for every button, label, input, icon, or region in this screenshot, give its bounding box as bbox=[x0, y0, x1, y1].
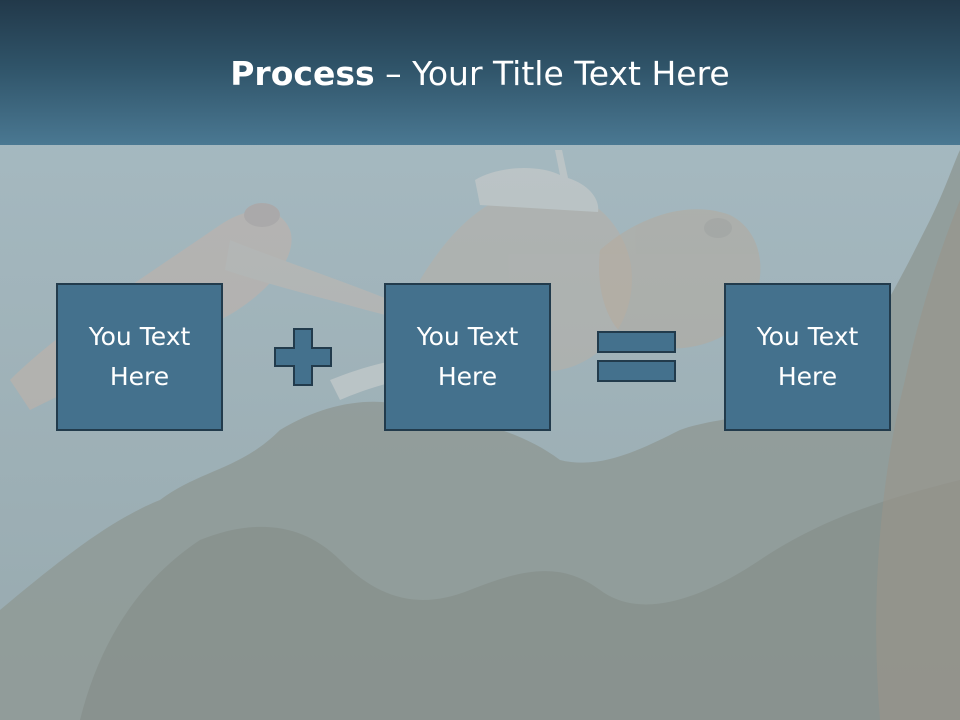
process-box-2[interactable]: You Text Here bbox=[384, 283, 551, 431]
slide-title: Process – Your Title Text Here bbox=[0, 52, 960, 96]
process-box-3-text: You Text Here bbox=[756, 322, 859, 391]
equals-icon bbox=[597, 331, 676, 382]
process-box-1-text: You Text Here bbox=[88, 322, 191, 391]
title-rest: – Your Title Text Here bbox=[374, 54, 730, 93]
title-bar: Process – Your Title Text Here bbox=[0, 0, 960, 145]
plus-icon bbox=[274, 328, 332, 386]
process-box-2-text: You Text Here bbox=[416, 322, 519, 391]
process-box-1[interactable]: You Text Here bbox=[56, 283, 223, 431]
title-bold: Process bbox=[230, 54, 375, 93]
process-box-3[interactable]: You Text Here bbox=[724, 283, 891, 431]
